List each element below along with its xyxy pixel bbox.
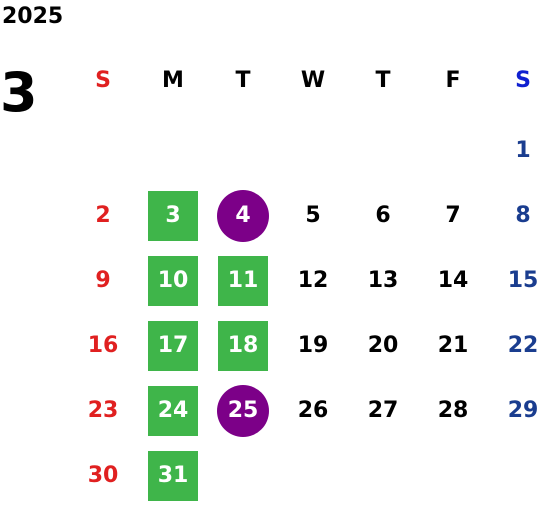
day-cell[interactable]: 9 xyxy=(68,248,138,313)
weekday-friday: F xyxy=(445,68,461,93)
year-label: 2025 xyxy=(2,4,64,29)
day-cell[interactable]: 23 xyxy=(68,378,138,443)
day-number: 3 xyxy=(148,190,198,241)
day-cell[interactable]: 24 xyxy=(138,378,208,443)
day-cell[interactable]: 20 xyxy=(348,313,418,378)
day-number: 20 xyxy=(367,332,399,358)
day-cell[interactable]: 31 xyxy=(138,443,208,508)
day-cell[interactable]: 19 xyxy=(278,313,348,378)
day-cell[interactable]: 4 xyxy=(208,183,278,248)
weekday-monday: M xyxy=(162,68,184,93)
day-number: 25 xyxy=(217,384,269,437)
day-number: 16 xyxy=(87,332,119,358)
day-cell[interactable]: 8 xyxy=(488,183,548,248)
day-number: 11 xyxy=(218,255,268,306)
weekday-wednesday: W xyxy=(300,68,326,93)
day-number: 6 xyxy=(375,202,391,228)
day-number: 29 xyxy=(507,397,539,423)
day-number: 26 xyxy=(297,397,329,423)
day-cell[interactable]: 27 xyxy=(348,378,418,443)
day-number: 28 xyxy=(437,397,469,423)
day-cell[interactable]: 12 xyxy=(278,248,348,313)
day-cell[interactable]: 29 xyxy=(488,378,548,443)
day-cell[interactable]: 3 xyxy=(138,183,208,248)
day-number: 21 xyxy=(437,332,469,358)
day-number: 23 xyxy=(87,397,119,423)
day-number: 1 xyxy=(515,137,531,163)
day-number: 8 xyxy=(515,202,531,228)
day-number: 9 xyxy=(95,267,111,293)
day-number: 15 xyxy=(507,267,539,293)
day-number: 17 xyxy=(148,320,198,371)
day-number: 24 xyxy=(148,385,198,436)
day-number: 5 xyxy=(305,202,321,228)
weekday-tuesday: T xyxy=(235,68,251,93)
day-cell[interactable]: 2 xyxy=(68,183,138,248)
day-cell[interactable]: 6 xyxy=(348,183,418,248)
day-number: 13 xyxy=(367,267,399,293)
day-number: 12 xyxy=(297,267,329,293)
day-number: 19 xyxy=(297,332,329,358)
day-number: 18 xyxy=(218,320,268,371)
day-number: 10 xyxy=(148,255,198,306)
day-number: 30 xyxy=(87,462,119,488)
month-label: 3 xyxy=(0,61,38,124)
day-cell[interactable]: 11 xyxy=(208,248,278,313)
day-cell[interactable]: 10 xyxy=(138,248,208,313)
weekday-saturday: S xyxy=(515,68,531,93)
day-cell[interactable]: 13 xyxy=(348,248,418,313)
day-cell[interactable]: 22 xyxy=(488,313,548,378)
day-cell[interactable]: 1 xyxy=(488,118,548,183)
day-cell[interactable]: 18 xyxy=(208,313,278,378)
day-cell[interactable]: 16 xyxy=(68,313,138,378)
day-cell[interactable]: 14 xyxy=(418,248,488,313)
weekday-thursday: T xyxy=(375,68,391,93)
day-cell[interactable]: 28 xyxy=(418,378,488,443)
day-cell[interactable]: 5 xyxy=(278,183,348,248)
day-cell[interactable]: 25 xyxy=(208,378,278,443)
day-cell[interactable]: 21 xyxy=(418,313,488,378)
day-number: 2 xyxy=(95,202,111,228)
day-number: 14 xyxy=(437,267,469,293)
day-number: 31 xyxy=(148,450,198,501)
day-cell[interactable]: 26 xyxy=(278,378,348,443)
weekday-sunday: S xyxy=(95,68,111,93)
day-cell[interactable]: 30 xyxy=(68,443,138,508)
day-cell[interactable]: 15 xyxy=(488,248,548,313)
day-number: 22 xyxy=(507,332,539,358)
day-cell[interactable]: 7 xyxy=(418,183,488,248)
day-number: 4 xyxy=(217,189,269,242)
day-cell[interactable]: 17 xyxy=(138,313,208,378)
day-number: 7 xyxy=(445,202,461,228)
day-number: 27 xyxy=(367,397,399,423)
